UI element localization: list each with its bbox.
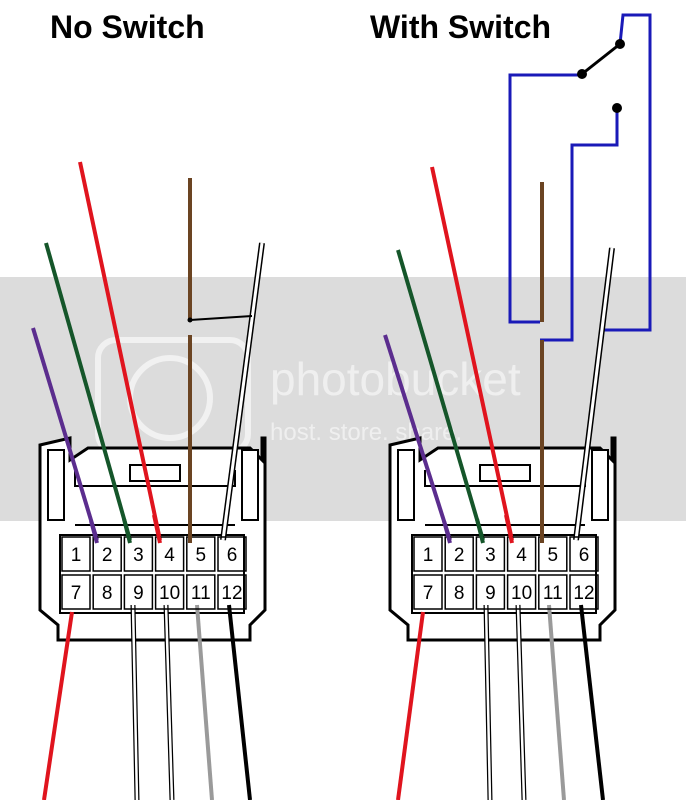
wire-gray-pin11-left — [195, 604, 214, 800]
switch-contact-a — [615, 39, 625, 49]
title-with-switch: With Switch — [370, 9, 551, 45]
junction-left — [187, 317, 193, 323]
pin-cell-1-right — [413, 536, 443, 572]
wire-white-pin10-right — [516, 604, 526, 800]
title-no-switch: No Switch — [50, 9, 205, 45]
pin-cell-3-right — [475, 536, 506, 572]
pin-cell-6-right — [569, 536, 599, 572]
pin-label-10-left: 10 — [159, 583, 180, 604]
pin-cell-12-left — [217, 574, 247, 610]
pin-label-1-right: 1 — [423, 545, 434, 566]
left-latch — [47, 449, 65, 521]
pin-cell-7-right — [413, 574, 443, 610]
wire-gray-pin11-right — [547, 604, 566, 800]
pin-cell-4-left — [154, 536, 185, 572]
pin-label-2-right: 2 — [454, 545, 465, 566]
pin-cell-5-left — [186, 536, 216, 572]
pin-cell-5-right — [538, 536, 568, 572]
right-latch — [241, 449, 259, 521]
pin-cell-11-right — [538, 574, 568, 610]
switch-contact-common — [577, 69, 587, 79]
wire-white-pin9-left — [131, 604, 139, 800]
pin-cell-4-right — [506, 536, 537, 572]
pin-cell-9-right — [475, 574, 506, 610]
wire-green-pin3-left — [44, 242, 132, 541]
wire-red-pin4-right — [430, 166, 514, 541]
switch-wire-b — [600, 13, 652, 332]
wire-purple-pin2-right — [383, 334, 452, 541]
pin-cell-8-right — [444, 574, 474, 610]
pin-label-4-left: 4 — [164, 545, 175, 566]
pin-cell-12-right — [569, 574, 599, 610]
pin-cell-9-left — [123, 574, 154, 610]
wire-white-pin6-right — [574, 247, 614, 541]
wire-red-pin7-left — [42, 611, 74, 800]
switch-wire-a — [508, 73, 582, 324]
wire-white-pin10-left — [164, 604, 174, 800]
top-ridge — [74, 470, 236, 487]
pin-cell-8-left — [92, 574, 122, 610]
left-latch — [397, 449, 415, 521]
jumper-wire-left — [189, 315, 253, 321]
pin-cell-10-left — [154, 574, 185, 610]
switch-wire-c — [540, 108, 619, 342]
wire-black-pin12-right — [579, 604, 605, 800]
pin-label-11-left: 11 — [191, 583, 211, 604]
wire-black-pin12-left — [227, 604, 252, 800]
pin-label-5-right: 5 — [548, 545, 559, 566]
wire-purple-pin2-left — [31, 327, 99, 541]
pin-label-11-right: 11 — [543, 583, 563, 604]
wire-tips — [89, 514, 544, 544]
pin-label-3-right: 3 — [485, 545, 496, 566]
pin-label-10-right: 10 — [511, 583, 532, 604]
pin-cell-6-left — [217, 536, 247, 572]
pin-label-4-right: 4 — [516, 545, 527, 566]
pin-label-8-right: 8 — [454, 583, 465, 604]
pin-label-5-left: 5 — [196, 545, 207, 566]
pin-cell-10-right — [506, 574, 537, 610]
pin-label-9-left: 9 — [133, 583, 144, 604]
wire-white-pin9-right — [484, 604, 492, 800]
pin-label-12-right: 12 — [573, 583, 594, 604]
pin-cell-3-left — [123, 536, 154, 572]
pin-label-12-left: 12 — [221, 583, 242, 604]
top-tab — [479, 464, 531, 482]
pin-cell-2-left — [92, 536, 122, 572]
pin-label-8-left: 8 — [102, 583, 113, 604]
switch-lever — [581, 42, 621, 76]
pin-cell-2-right — [444, 536, 474, 572]
switch-contact-b — [612, 103, 622, 113]
top-tab — [129, 464, 181, 482]
wire-green-pin3-right — [396, 249, 485, 541]
pin-label-3-left: 3 — [133, 545, 144, 566]
pin-label-6-left: 6 — [227, 545, 238, 566]
pin-label-1-left: 1 — [71, 545, 82, 566]
pin-label-6-right: 6 — [579, 545, 590, 566]
wire-red-pin7-right — [396, 611, 425, 800]
wire-white-pin6-left — [221, 242, 264, 541]
pin-cell-11-left — [186, 574, 216, 610]
switch-circuit — [508, 13, 652, 342]
pin-label-9-right: 9 — [485, 583, 496, 604]
pin-label-7-left: 7 — [71, 583, 82, 604]
pin-label-7-right: 7 — [423, 583, 434, 604]
wire-red-pin4-left — [78, 161, 162, 541]
right-latch — [591, 449, 609, 521]
pin-cell-7-left — [61, 574, 91, 610]
pin-cell-1-left — [61, 536, 91, 572]
pin-label-2-left: 2 — [102, 545, 113, 566]
watermark-subtext: host. store. share. — [270, 419, 462, 446]
